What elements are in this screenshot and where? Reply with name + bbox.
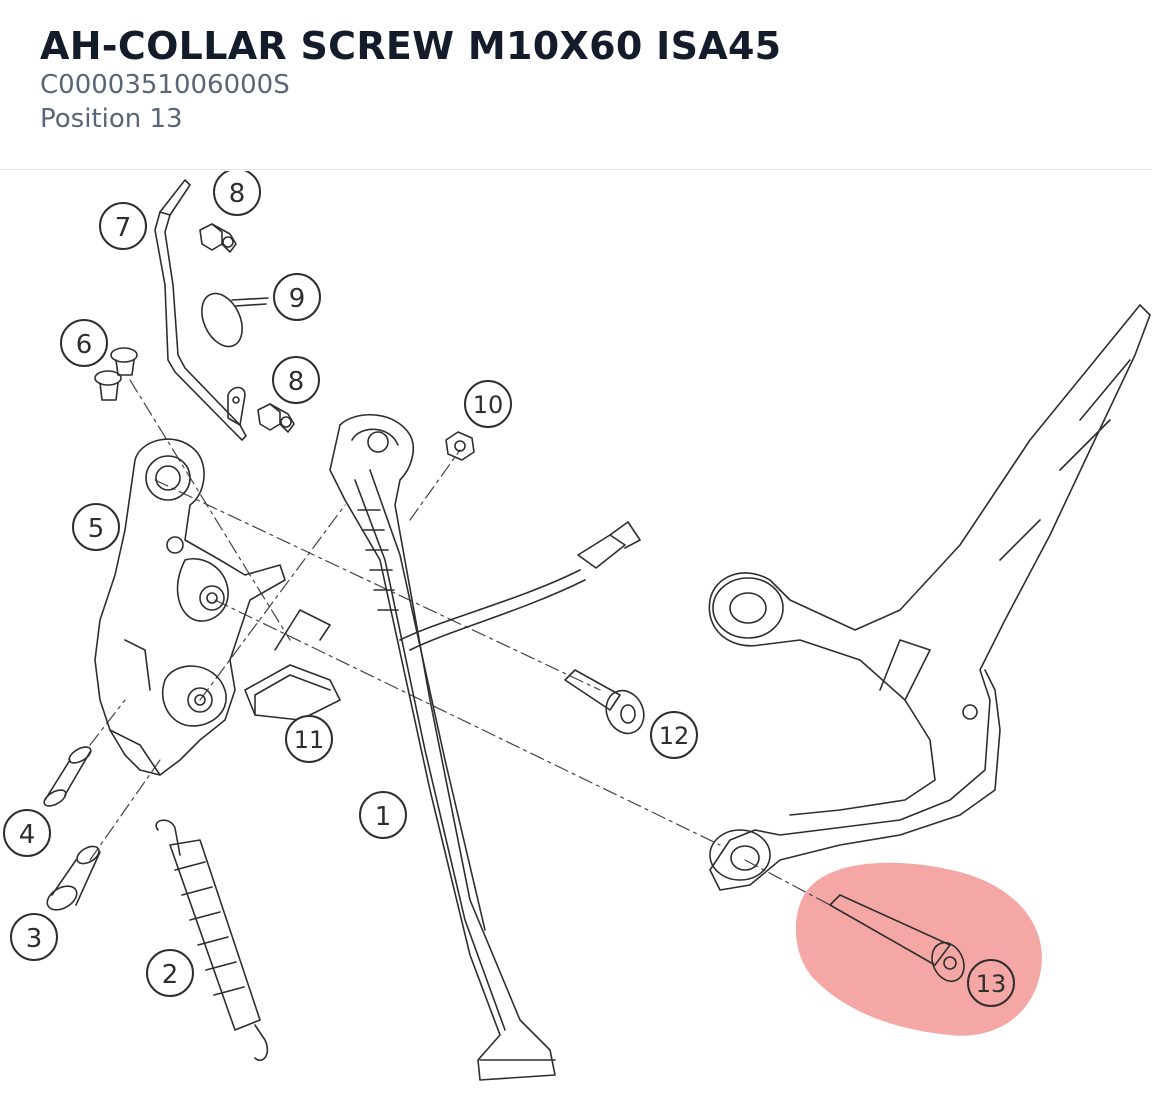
callout-1[interactable]: 1 [359,791,407,839]
callout-label: 1 [375,802,392,832]
part-13-collar-screw [829,894,965,983]
diagram-svg: 1 2 3 4 5 6 7 8 [3,171,1151,1081]
callout-6[interactable]: 6 [60,319,108,367]
callout-7[interactable]: 7 [99,202,147,250]
callout-label: 8 [288,367,305,397]
highlight-region [795,862,1042,1036]
part-2-spring [155,819,269,1062]
callout-5[interactable]: 5 [72,503,120,551]
callout-8-top[interactable]: 8 [213,171,261,216]
callout-4[interactable]: 4 [3,809,51,857]
part-8-screw-bottom [257,403,295,433]
callout-11[interactable]: 11 [285,715,333,763]
part-position: Position 13 [40,104,183,134]
callout-label: 4 [19,820,36,850]
part-9-cable-tie [201,292,269,348]
part-5-bracket [94,438,286,776]
part-12-sleeve [564,669,645,735]
part-6-rivets [94,347,138,401]
side-stand-sensor-cable [399,521,641,651]
callouts: 1 2 3 4 5 6 7 8 [3,171,1015,1007]
part-number: C0000351006000S [40,70,290,100]
part-10-nut [445,431,475,461]
center-lines [89,379,831,906]
part-8-screw-top [199,223,237,253]
callout-8-bottom[interactable]: 8 [272,356,320,404]
part-header: AH-COLLAR SCREW M10X60 ISA45 C0000351006… [0,0,1152,170]
part-3-bushing [46,845,101,911]
exploded-parts-diagram: 1 2 3 4 5 6 7 8 [0,171,1152,1098]
callout-label: 5 [88,514,105,544]
callout-label: 2 [162,960,179,990]
callout-2[interactable]: 2 [146,949,194,997]
callout-label: 7 [115,213,132,243]
footrest-bracket [708,304,1151,891]
callout-9[interactable]: 9 [273,273,321,321]
part-1-kickstand [329,414,556,1081]
callout-label: 13 [976,970,1007,998]
part-11-stop-block [244,609,341,721]
callout-13[interactable]: 13 [967,959,1015,1007]
callout-10[interactable]: 10 [464,380,512,428]
callout-label: 8 [229,179,246,209]
callout-label: 12 [659,722,690,750]
part-title: AH-COLLAR SCREW M10X60 ISA45 [40,24,782,68]
callout-label: 9 [289,284,306,314]
part-4-bushing [43,746,92,807]
callout-3[interactable]: 3 [10,913,58,961]
callout-label: 11 [294,726,325,754]
callout-12[interactable]: 12 [650,711,698,759]
callout-label: 10 [473,391,504,419]
part-7-bracket [154,179,247,441]
callout-label: 6 [76,330,93,360]
callout-label: 3 [26,924,43,954]
